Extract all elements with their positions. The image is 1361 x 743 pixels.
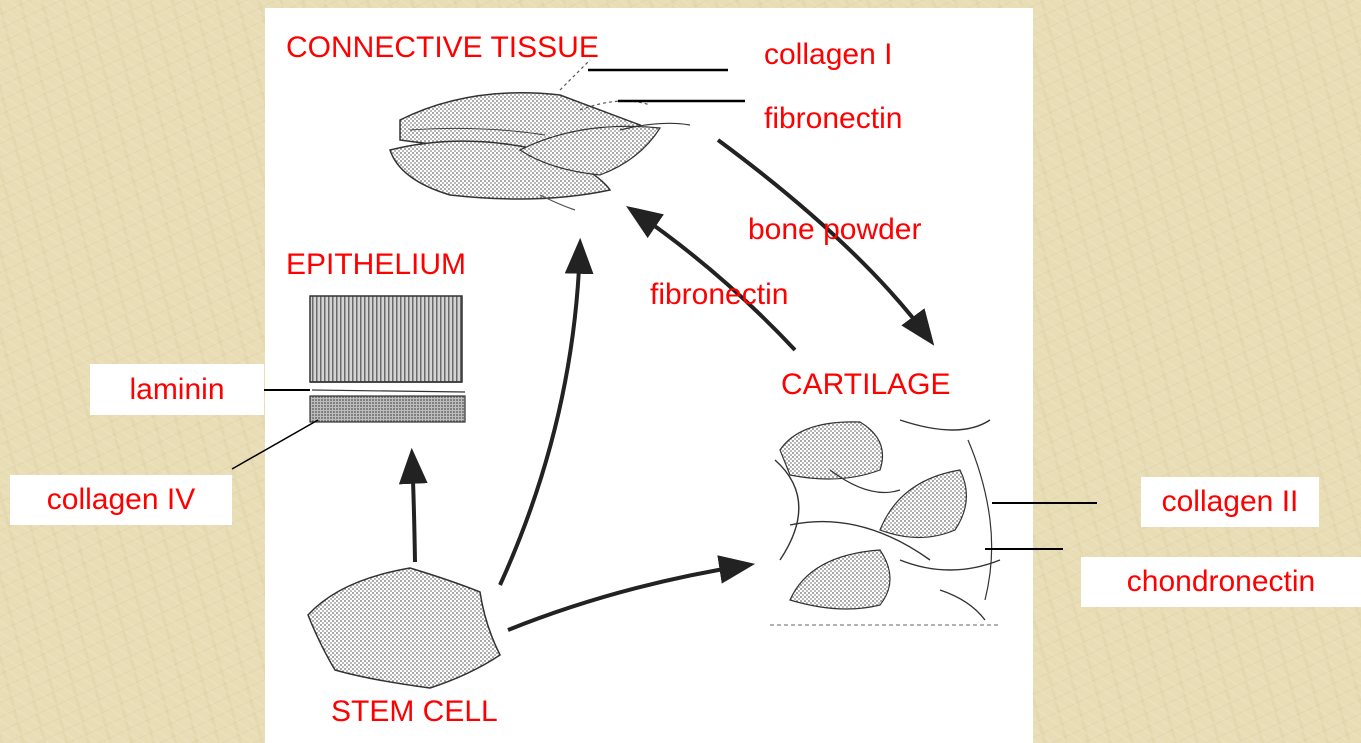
arrow-stem-to-cartilage bbox=[508, 565, 748, 630]
label-laminin: laminin bbox=[90, 364, 264, 415]
label-connective-tissue: CONNECTIVE TISSUE bbox=[286, 33, 599, 63]
label-collagen-i: collagen I bbox=[764, 40, 892, 70]
label-cartilage: CARTILAGE bbox=[781, 370, 951, 400]
leader-collagen-iv bbox=[232, 420, 318, 469]
stem-cell-illustration bbox=[308, 568, 500, 688]
label-bone-powder: bone powder bbox=[748, 215, 921, 245]
arrow-stem-to-connective bbox=[500, 245, 580, 585]
label-epithelium: EPITHELIUM bbox=[286, 250, 466, 280]
label-collagen-ii: collagen II bbox=[1141, 477, 1319, 527]
cartilage-illustration bbox=[770, 420, 1000, 625]
label-fibronectin-mid: fibronectin bbox=[650, 280, 788, 310]
epithelium-illustration bbox=[310, 296, 465, 422]
label-chondronectin: chondronectin bbox=[1081, 557, 1361, 607]
arrow-stem-to-epithelium bbox=[412, 455, 415, 562]
label-collagen-iv: collagen IV bbox=[10, 475, 232, 525]
connective-tissue-illustration bbox=[390, 60, 690, 210]
label-fibronectin-top: fibronectin bbox=[764, 104, 902, 134]
label-stem-cell: STEM CELL bbox=[331, 697, 498, 727]
